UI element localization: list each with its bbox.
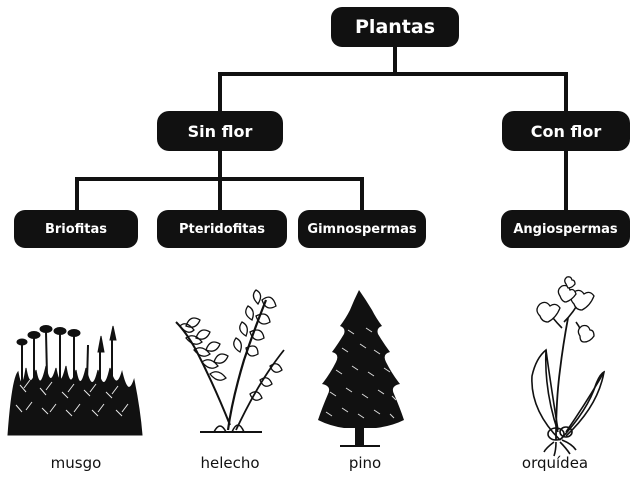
node-angiospermas-label: Angiospermas (513, 221, 618, 237)
node-plantas: Plantas (331, 7, 459, 47)
example-label-orquidea: orquídea (521, 454, 589, 472)
node-briofitas-label: Briofitas (44, 221, 108, 237)
node-briofitas: Briofitas (14, 210, 138, 248)
node-plantas-label: Plantas (355, 16, 435, 38)
example-label-helecho: helecho (200, 454, 260, 472)
node-sin-flor-label: Sin flor (187, 121, 253, 141)
node-angiospermas: Angiospermas (501, 210, 630, 248)
node-gimnospermas: Gimnospermas (298, 210, 426, 248)
node-gimnospermas-label: Gimnospermas (307, 221, 417, 237)
pine-icon (318, 290, 404, 447)
example-label-musgo: musgo (50, 454, 102, 472)
example-label-pino: pino (348, 454, 382, 472)
node-sin-flor: Sin flor (157, 111, 283, 151)
node-pteridofitas: Pteridofitas (157, 210, 287, 248)
node-con-flor: Con flor (502, 111, 630, 151)
moss-icon (7, 325, 143, 436)
orchid-icon (531, 276, 606, 457)
node-pteridofitas-label: Pteridofitas (178, 221, 266, 237)
node-con-flor-label: Con flor (530, 121, 602, 141)
fern-icon (175, 289, 285, 433)
